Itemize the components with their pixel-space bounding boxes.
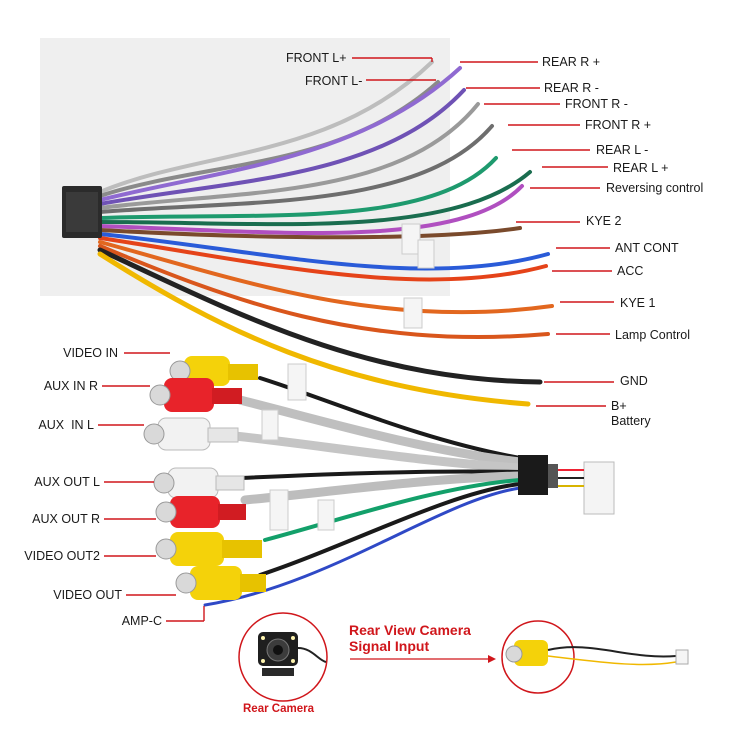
label-amp-c: AMP-C <box>121 614 162 628</box>
cable-tag <box>317 499 335 531</box>
wire-gnd <box>97 247 543 385</box>
label-video-out: VIDEO OUT <box>53 588 122 602</box>
wire-rear-r-plus <box>98 66 462 202</box>
label-lamp-control: Lamp Control <box>615 328 691 342</box>
wire-front-l-plus <box>98 60 434 194</box>
wire-rear-l-minus <box>98 156 498 220</box>
rear-camera-caption: Rear Camera <box>243 703 314 715</box>
cable-aux-in-r <box>235 395 525 467</box>
wire-front-r-plus <box>98 124 494 214</box>
rca-video-out2 <box>155 532 262 566</box>
label-rear-l-plus: REAR L + <box>613 161 669 175</box>
label-reversing-control: Reversing control <box>606 181 704 195</box>
top-harness-wires <box>97 60 554 407</box>
label-rear-r-minus: REAR R - <box>544 81 599 95</box>
label-front-l-plus: FRONT L+ <box>286 51 347 65</box>
label-aux-in-r: AUX IN R <box>43 379 98 393</box>
cable-tag <box>287 363 307 401</box>
label-b-plus: B+ <box>611 399 627 413</box>
label-video-out2: VIDEO OUT2 <box>24 549 100 563</box>
label-battery: Battery <box>611 414 651 428</box>
signal-arrow <box>350 655 496 663</box>
label-rear-l-minus: REAR L - <box>596 143 649 157</box>
label-video-in: VIDEO IN <box>63 346 118 360</box>
top-connector <box>62 186 102 238</box>
rear-camera-circle <box>238 612 328 702</box>
wire-lamp <box>98 244 550 340</box>
label-rear-r-plus: REAR R + <box>542 55 601 69</box>
wire-kye2 <box>98 226 522 240</box>
rca-aux-out-l <box>153 467 245 499</box>
camera-title-line1: Rear View Camera <box>349 622 471 638</box>
wire-battery <box>97 251 531 407</box>
label-front-l-minus: FRONT L- <box>305 74 363 88</box>
rca-aux-out-r <box>155 496 246 528</box>
label-kye-1: KYE 1 <box>620 296 656 310</box>
cable-video-out2 <box>263 478 522 542</box>
label-kye-2: KYE 2 <box>586 214 622 228</box>
wire-tag <box>403 297 423 329</box>
cable-aux-out-l <box>238 469 522 480</box>
rca-plugs <box>143 356 266 600</box>
rca-video-out <box>175 566 266 600</box>
wire-rear-l-plus <box>98 170 532 227</box>
wire-ant-cont <box>98 232 550 271</box>
label-aux-in-l: AUX IN L <box>38 418 94 432</box>
label-aux-out-r: AUX OUT R <box>32 512 100 526</box>
label-ant-cont: ANT CONT <box>615 241 679 255</box>
cable-amp-c <box>203 486 522 607</box>
wire-kye1 <box>98 240 554 315</box>
rca-aux-in-r <box>149 378 242 412</box>
bottom-harness-wires <box>203 376 525 607</box>
label-front-r-minus: FRONT R - <box>565 97 628 111</box>
wire-reversing <box>98 184 524 235</box>
label-gnd: GND <box>620 374 648 388</box>
wire-tag <box>401 223 421 255</box>
rca-aux-in-l <box>143 417 239 451</box>
cable-tag <box>269 489 289 531</box>
label-front-r-plus: FRONT R + <box>585 118 652 132</box>
label-acc: ACC <box>617 264 644 278</box>
label-leader-lines <box>98 57 614 622</box>
cable-tag <box>261 409 279 441</box>
cable-video-out <box>258 482 522 577</box>
camera-rca-circle <box>501 620 689 694</box>
wire-acc <box>98 236 548 282</box>
label-aux-out-l: AUX OUT L <box>34 475 100 489</box>
wire-tag <box>417 239 435 269</box>
wire-front-r-minus <box>98 102 480 210</box>
wire-rear-r-minus <box>98 88 466 206</box>
bottom-connector <box>518 455 615 515</box>
camera-title-line2: Signal Input <box>349 638 430 654</box>
